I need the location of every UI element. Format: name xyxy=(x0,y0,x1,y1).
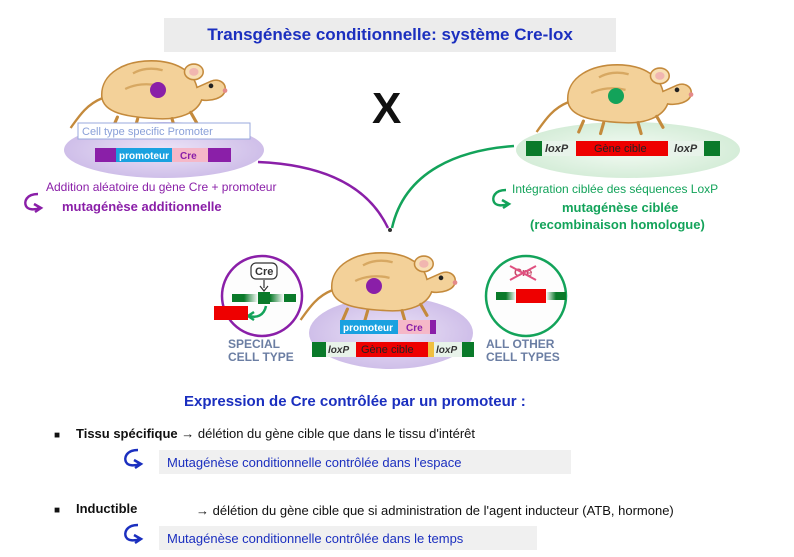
purple-cross-line xyxy=(257,160,390,229)
cross-symbol: X xyxy=(372,84,402,133)
item-desc: délétion du gène cible que si administra… xyxy=(212,503,674,518)
curved-arrow-icon xyxy=(124,523,144,545)
page-title: Transgénèse conditionnelle: système Cre-… xyxy=(164,18,616,52)
item-term: Tissu spécifique xyxy=(76,426,178,441)
right-description-line2: mutagénèse ciblée xyxy=(562,200,679,215)
center-target-gene: Gène cible xyxy=(361,344,414,356)
special-label-line1: SPECIAL xyxy=(228,337,281,351)
left-description-line1: Addition aléatoire du gène Cre + promote… xyxy=(46,180,277,194)
right-description-line3: (recombinaison homologue) xyxy=(530,217,705,232)
cre-lox-diagram: Cell type specific Promoter promoteur Cr… xyxy=(24,59,740,369)
item-tissu-line: Tissu spécifique → délétion du gène cibl… xyxy=(76,426,475,441)
cell-type-promoter-label: Cell type specific Promoter xyxy=(82,126,213,138)
other-label-line2: CELL TYPES xyxy=(486,350,560,364)
bullet-icon: ■ xyxy=(54,505,61,516)
special-label-line2: CELL TYPE xyxy=(228,350,294,364)
right-loxp-right: loxP xyxy=(674,143,698,155)
green-cross-line xyxy=(390,144,515,229)
curved-arrow-icon xyxy=(492,188,512,210)
right-loxp-left: loxP xyxy=(545,143,569,155)
center-cre-segment: Cre xyxy=(406,323,423,334)
result-time: Mutagénèse conditionnelle contrôlée dans… xyxy=(159,526,537,550)
result-space: Mutagénèse conditionnelle contrôlée dans… xyxy=(159,450,571,474)
other-label-line1: ALL OTHER xyxy=(486,337,555,351)
item-arrow: → xyxy=(196,503,209,518)
curved-arrow-icon xyxy=(124,448,144,470)
center-loxp-left: loxP xyxy=(328,345,349,356)
item-inductible-line: → délétion du gène cible que si administ… xyxy=(196,503,674,518)
left-cre-segment: Cre xyxy=(180,151,197,162)
left-promoter-segment: promoteur xyxy=(119,151,169,162)
curved-arrow-icon xyxy=(24,192,44,214)
item-desc: délétion du gène cible que dans le tissu… xyxy=(197,426,476,441)
bullet-icon: ■ xyxy=(54,430,61,441)
other-cell-label: ALL OTHER CELL TYPES xyxy=(486,338,560,364)
center-loxp-right: loxP xyxy=(436,345,457,356)
right-target-gene: Gène cible xyxy=(594,143,647,155)
item-arrow: → xyxy=(181,426,195,441)
item-inductible-term: Inductible xyxy=(76,501,138,516)
left-mouse-icon xyxy=(69,59,229,132)
left-description-line2: mutagénèse additionnelle xyxy=(62,199,222,214)
expression-heading: Expression de Cre contrôlée par un promo… xyxy=(184,393,526,410)
center-promoter-segment: promoteur xyxy=(343,323,393,334)
special-cell-label: SPECIAL CELL TYPE xyxy=(228,338,294,364)
right-description-line1: Intégration ciblée des séquences LoxP xyxy=(512,182,719,196)
special-cre: Cre xyxy=(255,266,273,278)
